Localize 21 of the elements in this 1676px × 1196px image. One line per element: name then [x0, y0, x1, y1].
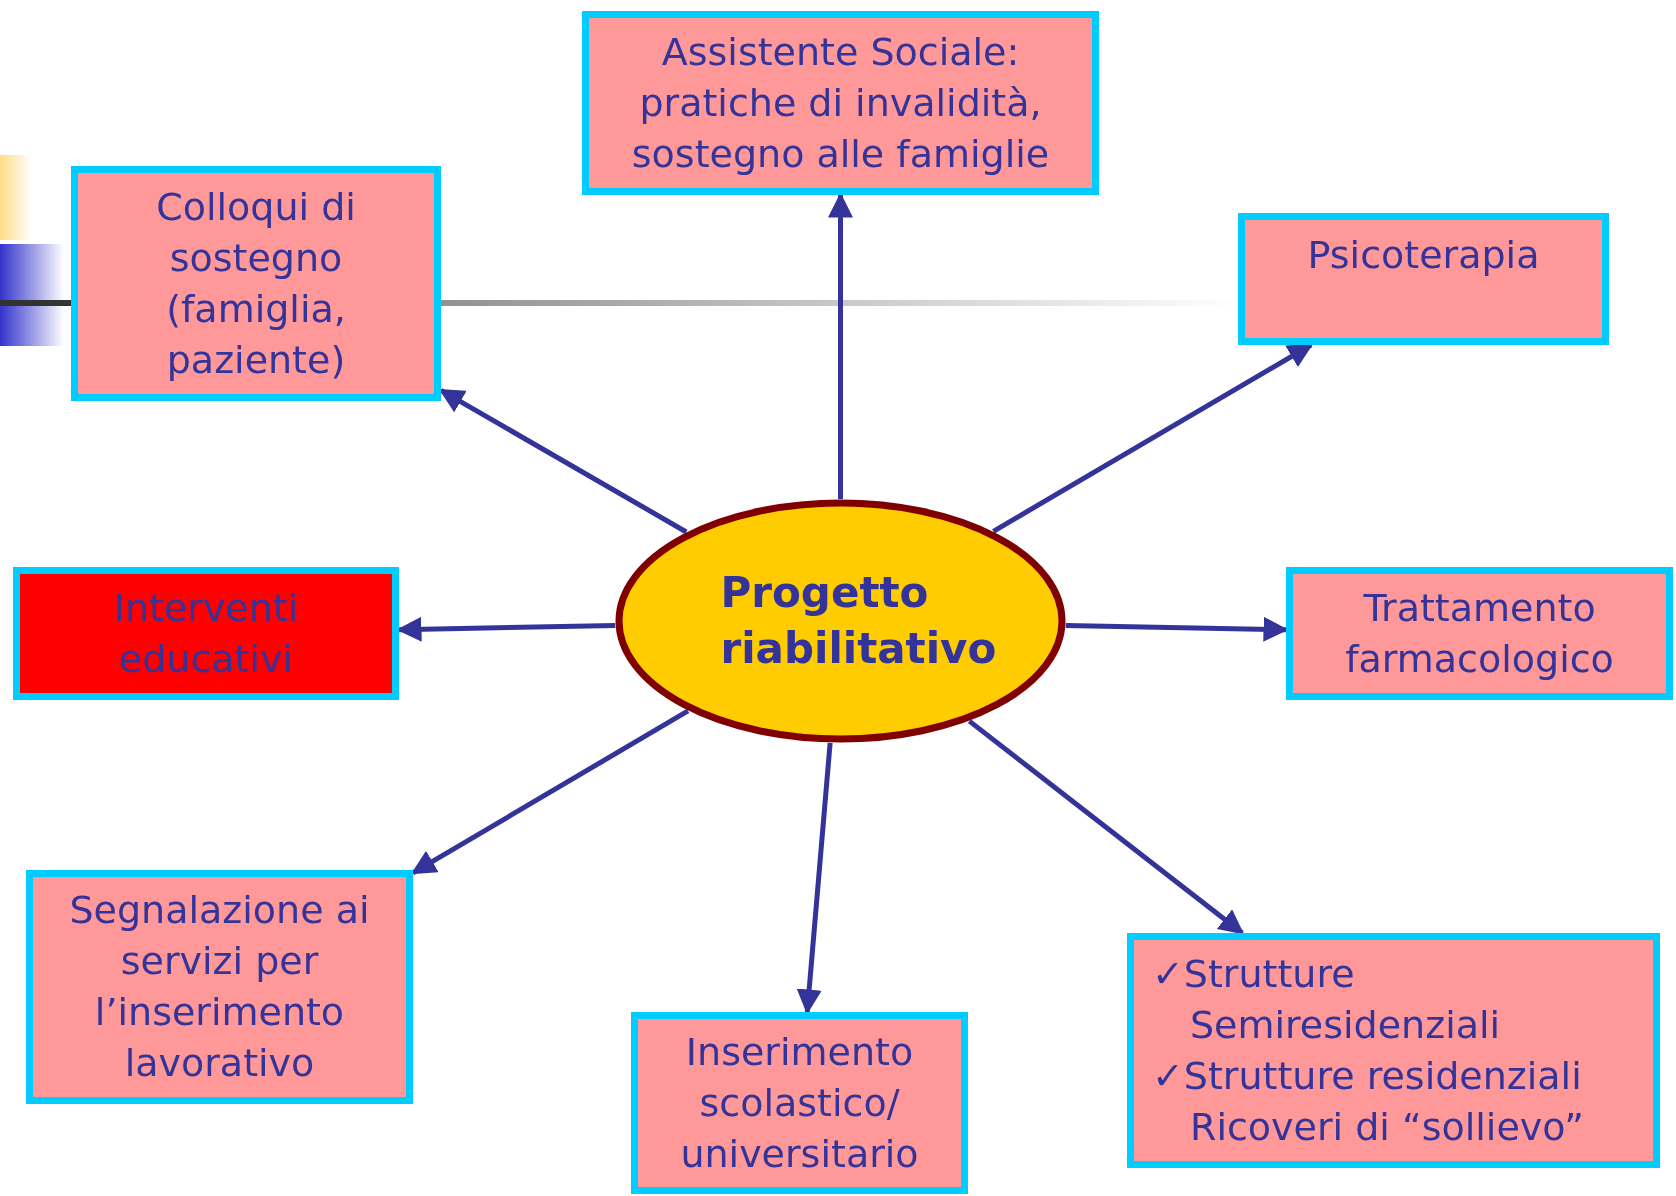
text-box	[13, 567, 399, 700]
project-ellipse	[615, 499, 1066, 743]
text-box	[71, 166, 441, 401]
text-box	[26, 870, 413, 1104]
box-text: Psicoterapia	[1306, 232, 1541, 279]
box-text: Assistente Sociale: pratiche di invalidità, sostegno alle famiglie	[630, 28, 1051, 178]
text-box	[1286, 567, 1673, 700]
node-title: Progetto riabilitativo	[720, 567, 998, 675]
text-box	[1127, 933, 1660, 1168]
box-text: Colloqui di sostegno (famiglia, paziente)	[155, 183, 357, 384]
box-text: Inserimento scolastico/ universitario	[679, 1028, 920, 1178]
box-text: Interventi educativi	[112, 584, 300, 683]
box-text: ✓Strutture Semiresidenziali	[1152, 950, 1502, 1049]
arrow	[967, 719, 1245, 935]
text-box	[631, 1012, 968, 1194]
arrow	[410, 708, 690, 876]
text-box	[582, 11, 1099, 195]
box-text: Trattamento farmacologico	[1344, 584, 1615, 683]
box-text: Segnalazione ai servizi per l’inserimento lavorativo	[68, 887, 371, 1087]
text-box	[1238, 213, 1609, 345]
box-text: ✓Strutture residenziali Ricoveri di “sollievo”	[1152, 1052, 1585, 1151]
